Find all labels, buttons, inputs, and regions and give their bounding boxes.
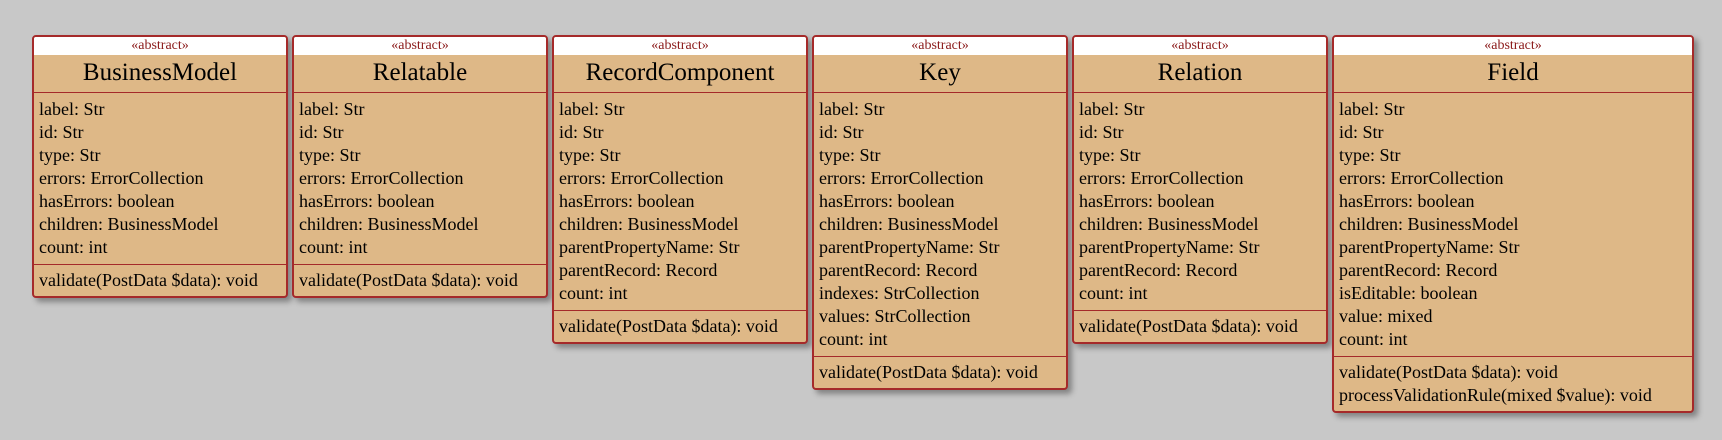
attribute-row: children: BusinessModel [1339, 214, 1519, 234]
class-header: «abstract» Relatable [294, 37, 546, 93]
attribute-row: count: int [819, 329, 888, 349]
class-attributes: label: Str id: Str type: Str errors: Err… [554, 93, 806, 311]
operation-row: validate(PostData $data): void [39, 270, 258, 290]
operation-row: validate(PostData $data): void [1079, 316, 1298, 336]
class-operations: validate(PostData $data): void [34, 265, 286, 296]
class-box-key[interactable]: «abstract» Key label: Str id: Str type: … [812, 35, 1068, 390]
class-stereotype: «abstract» [1334, 37, 1692, 55]
class-name: BusinessModel [82, 59, 238, 86]
class-operations: validate(PostData $data): void [1074, 311, 1326, 342]
attribute-row: label: Str [1339, 99, 1405, 119]
attribute-row: label: Str [1079, 99, 1145, 119]
operation-row: validate(PostData $data): void [1339, 362, 1558, 382]
attribute-row: isEditable: boolean [1339, 283, 1478, 303]
class-box-recordcomponent[interactable]: «abstract» RecordComponent label: Str id… [552, 35, 808, 344]
class-box-relatable[interactable]: «abstract» Relatable label: Str id: Str … [292, 35, 548, 298]
attribute-row: count: int [1339, 329, 1408, 349]
attribute-row: hasErrors: boolean [819, 191, 955, 211]
attribute-row: type: Str [1079, 145, 1141, 165]
class-header: «abstract» Relation [1074, 37, 1326, 93]
class-name: Key [919, 59, 961, 86]
operation-row: validate(PostData $data): void [559, 316, 778, 336]
class-attributes: label: Str id: Str type: Str errors: Err… [1334, 93, 1692, 357]
class-name: RecordComponent [585, 59, 775, 86]
attribute-row: hasErrors: boolean [559, 191, 695, 211]
attribute-row: count: int [299, 237, 368, 257]
operation-row: validate(PostData $data): void [819, 362, 1038, 382]
attribute-row: label: Str [299, 99, 365, 119]
attribute-row: parentPropertyName: Str [559, 237, 740, 257]
attribute-row: errors: ErrorCollection [39, 168, 204, 188]
attribute-row: children: BusinessModel [819, 214, 999, 234]
class-header: «abstract» Field [1334, 37, 1692, 93]
attribute-row: type: Str [39, 145, 101, 165]
attribute-row: errors: ErrorCollection [559, 168, 724, 188]
attribute-row: id: Str [1339, 122, 1384, 142]
attribute-row: parentRecord: Record [819, 260, 978, 280]
class-header: «abstract» Key [814, 37, 1066, 93]
class-box-field[interactable]: «abstract» Field label: Str id: Str type… [1332, 35, 1694, 413]
attribute-row: count: int [1079, 283, 1148, 303]
attribute-row: parentPropertyName: Str [819, 237, 1000, 257]
class-operations: validate(PostData $data): void [814, 357, 1066, 388]
attribute-row: id: Str [559, 122, 604, 142]
attribute-row: children: BusinessModel [299, 214, 479, 234]
class-box-businessmodel[interactable]: «abstract» BusinessModel label: Str id: … [32, 35, 288, 298]
class-operations: validate(PostData $data): void [294, 265, 546, 296]
class-stereotype: «abstract» [294, 37, 546, 55]
attribute-row: children: BusinessModel [39, 214, 219, 234]
attribute-row: count: int [559, 283, 628, 303]
attribute-row: label: Str [39, 99, 105, 119]
attribute-row: hasErrors: boolean [1079, 191, 1215, 211]
class-stereotype: «abstract» [34, 37, 286, 55]
attribute-row: id: Str [1079, 122, 1124, 142]
class-header: «abstract» BusinessModel [34, 37, 286, 93]
attribute-row: type: Str [299, 145, 361, 165]
class-stereotype: «abstract» [814, 37, 1066, 55]
attribute-row: parentPropertyName: Str [1339, 237, 1520, 257]
class-attributes: label: Str id: Str type: Str errors: Err… [34, 93, 286, 265]
attribute-row: value: mixed [1339, 306, 1433, 326]
attribute-row: indexes: StrCollection [819, 283, 980, 303]
attribute-row: id: Str [819, 122, 864, 142]
class-operations: validate(PostData $data): void processVa… [1334, 357, 1692, 411]
class-attributes: label: Str id: Str type: Str errors: Err… [1074, 93, 1326, 311]
attribute-row: id: Str [299, 122, 344, 142]
operation-row: validate(PostData $data): void [299, 270, 518, 290]
attribute-row: parentRecord: Record [559, 260, 718, 280]
class-attributes: label: Str id: Str type: Str errors: Err… [814, 93, 1066, 357]
class-stereotype: «abstract» [1074, 37, 1326, 55]
attribute-row: errors: ErrorCollection [1339, 168, 1504, 188]
attribute-row: values: StrCollection [819, 306, 971, 326]
attribute-row: type: Str [1339, 145, 1401, 165]
attribute-row: id: Str [39, 122, 84, 142]
attribute-row: type: Str [559, 145, 621, 165]
class-stereotype: «abstract» [554, 37, 806, 55]
attribute-row: label: Str [819, 99, 885, 119]
operation-row: processValidationRule(mixed $value): voi… [1339, 385, 1652, 405]
attribute-row: children: BusinessModel [559, 214, 739, 234]
class-name: Field [1487, 59, 1539, 86]
attribute-row: label: Str [559, 99, 625, 119]
class-name: Relation [1157, 59, 1243, 86]
attribute-row: errors: ErrorCollection [299, 168, 464, 188]
attribute-row: parentPropertyName: Str [1079, 237, 1260, 257]
attribute-row: type: Str [819, 145, 881, 165]
attribute-row: errors: ErrorCollection [819, 168, 984, 188]
attribute-row: hasErrors: boolean [1339, 191, 1475, 211]
attribute-row: hasErrors: boolean [39, 191, 175, 211]
attribute-row: parentRecord: Record [1339, 260, 1498, 280]
attribute-row: children: BusinessModel [1079, 214, 1259, 234]
attribute-row: errors: ErrorCollection [1079, 168, 1244, 188]
attribute-row: hasErrors: boolean [299, 191, 435, 211]
attribute-row: parentRecord: Record [1079, 260, 1238, 280]
class-name: Relatable [372, 59, 468, 86]
class-attributes: label: Str id: Str type: Str errors: Err… [294, 93, 546, 265]
attribute-row: count: int [39, 237, 108, 257]
class-operations: validate(PostData $data): void [554, 311, 806, 342]
class-header: «abstract» RecordComponent [554, 37, 806, 93]
class-box-relation[interactable]: «abstract» Relation label: Str id: Str t… [1072, 35, 1328, 344]
